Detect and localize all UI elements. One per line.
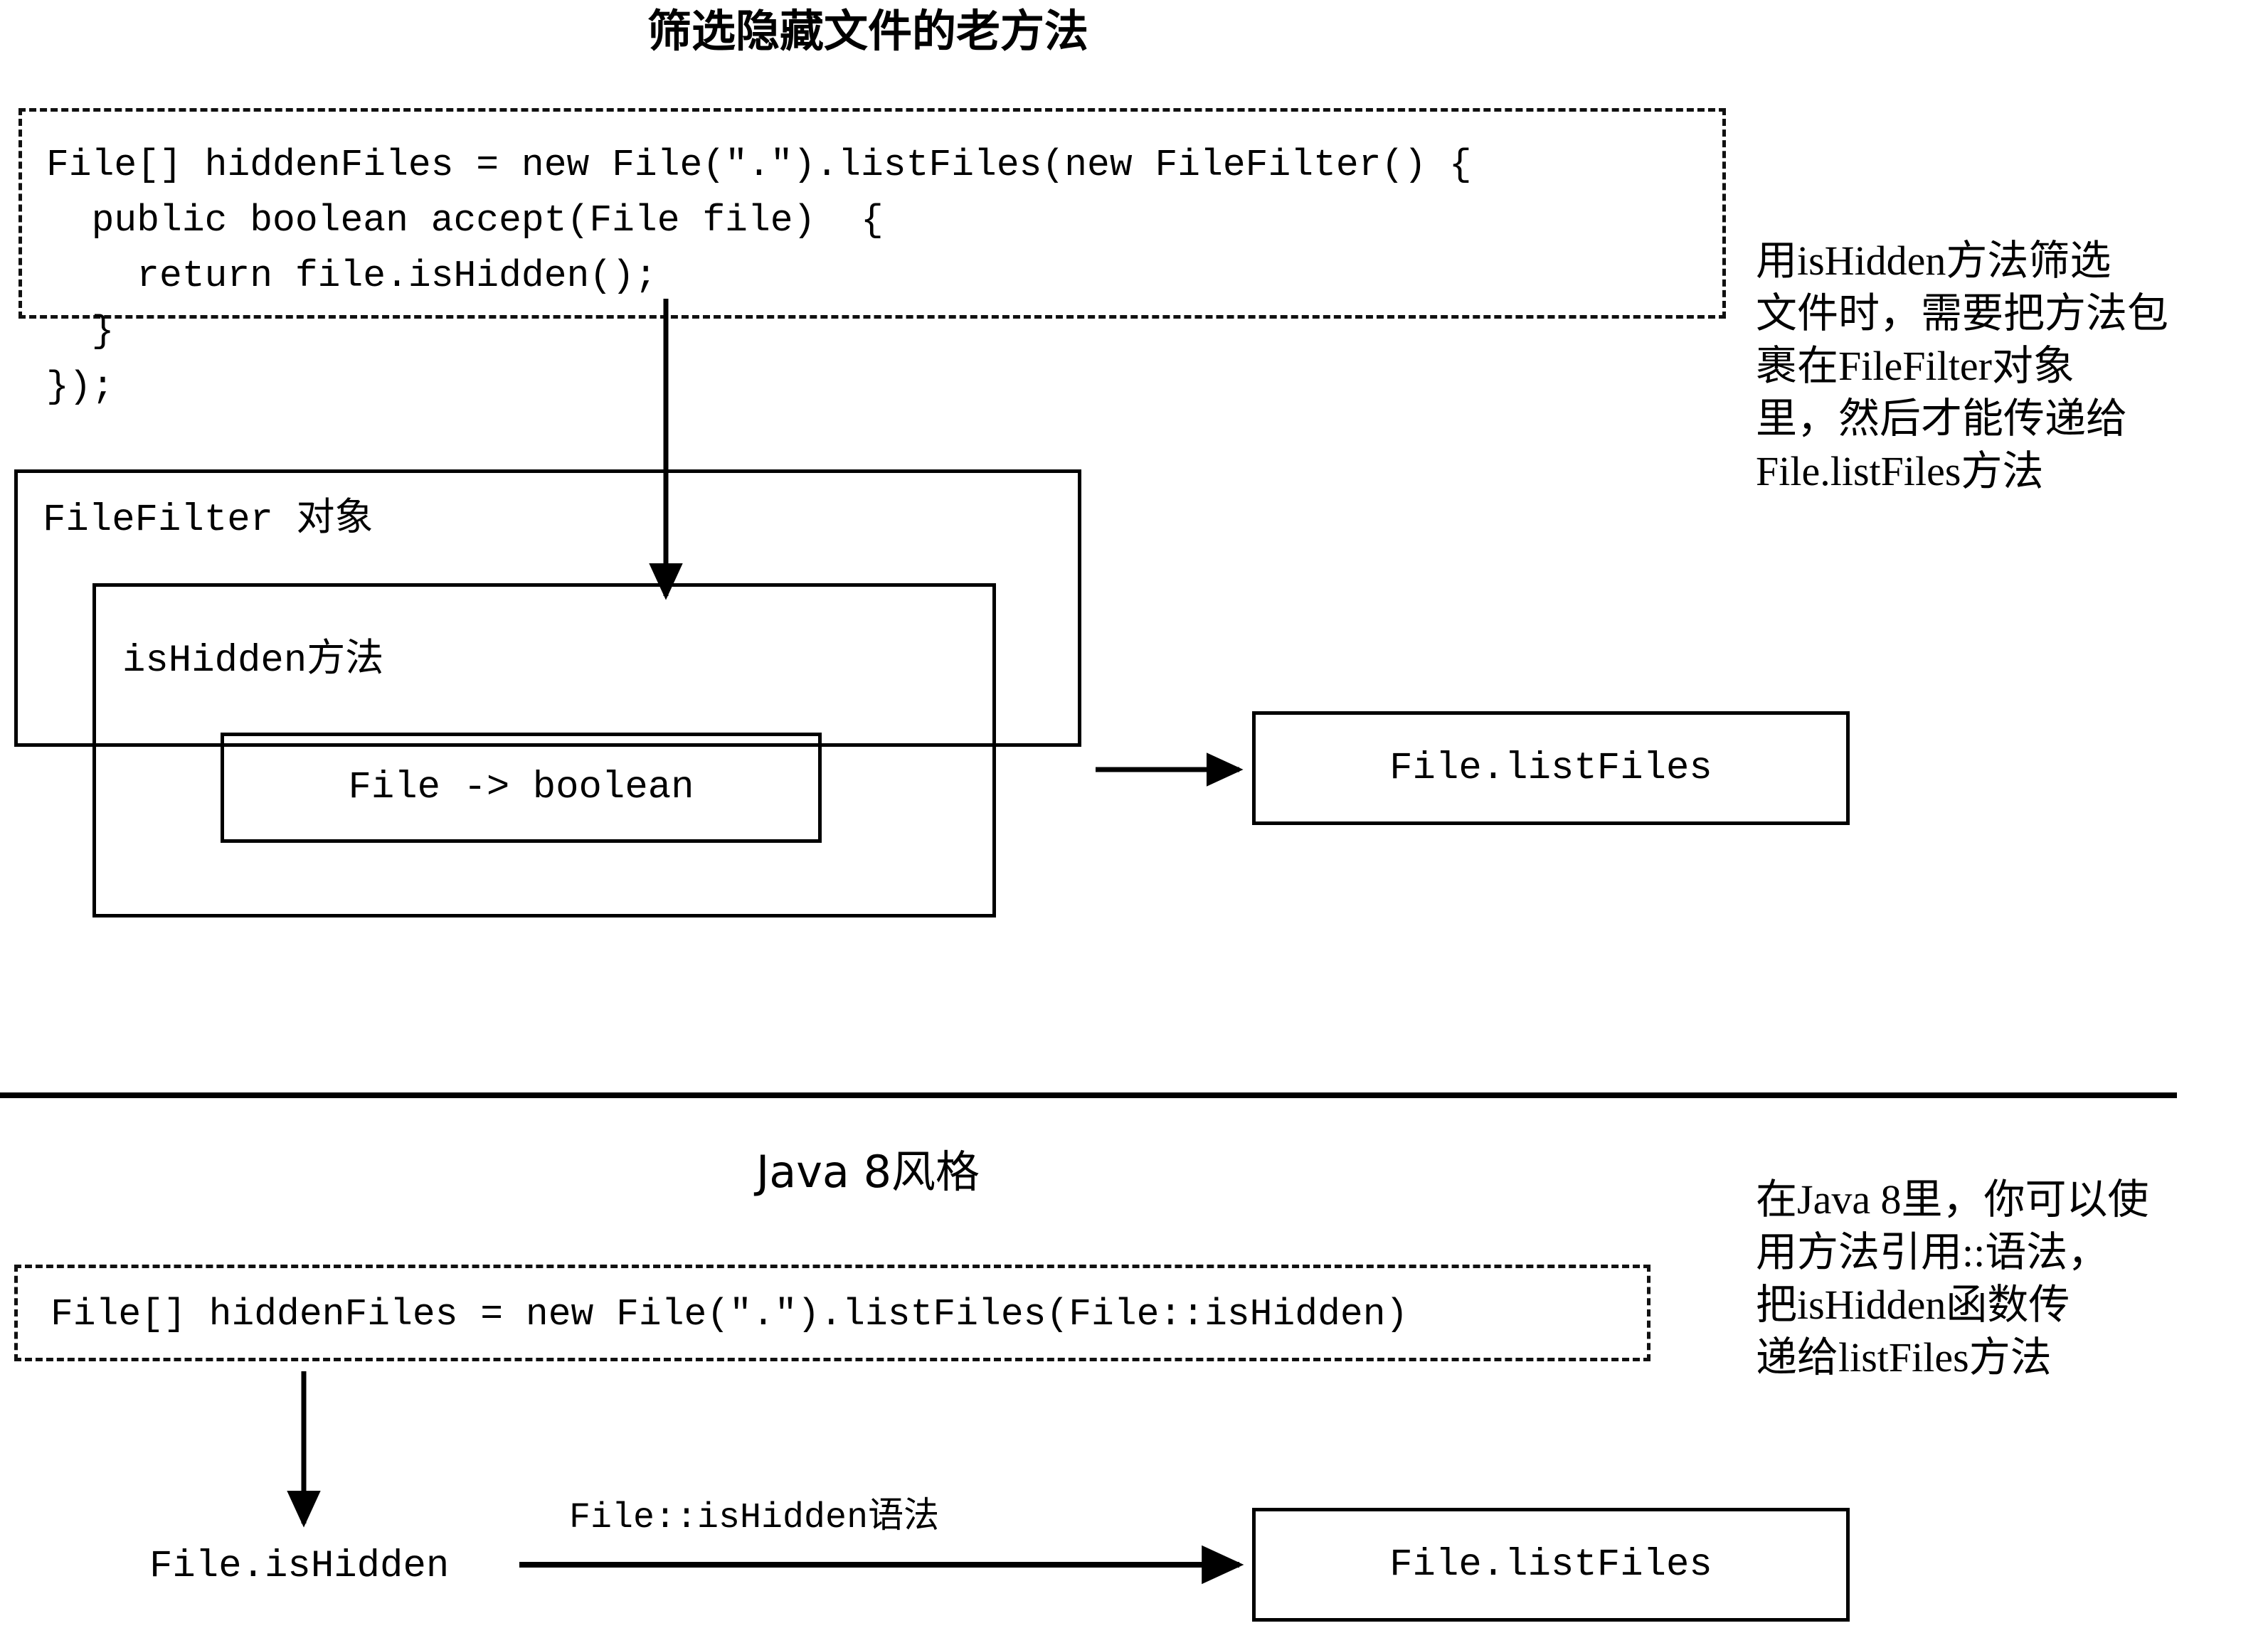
code-block-old-approach: File[] hiddenFiles = new File(".").listF… [18, 108, 1726, 408]
code-block-java8-style: File[] hiddenFiles = new File(".").listF… [14, 1265, 1650, 1361]
page-title-java8-style: Java 8风格 [756, 1146, 980, 1198]
listfiles-label-bottom: File.listFiles [1389, 1543, 1712, 1587]
listfiles-box-top [1252, 711, 1850, 825]
file-to-boolean-box [221, 733, 822, 843]
ishidden-method-box [92, 583, 996, 917]
listfiles-label-top: File.listFiles [1389, 746, 1712, 790]
page-title-old-approach: 筛选隐藏文件的老方法 [647, 5, 1088, 57]
file-to-boolean-label: File -> boolean [348, 766, 694, 809]
listfiles-box-bottom [1252, 1508, 1850, 1622]
file-ishidden-source-label: File.isHidden [149, 1545, 450, 1588]
filefilter-object-box [14, 469, 1081, 747]
annotation-old-approach: 用isHidden方法筛选 文件时，需要把方法包 裹在FileFilter对象 … [1756, 238, 2169, 494]
filefilter-object-label: FileFilter 对象 [43, 499, 373, 542]
annotation-java8-style: 在Java 8里，你可以使 用方法引用::语法， 把isHidden函数传 递给… [1756, 1176, 2149, 1381]
ishidden-method-label: isHidden方法 [122, 639, 384, 683]
method-reference-arrow-label: File::isHidden语法 [569, 1498, 940, 1538]
